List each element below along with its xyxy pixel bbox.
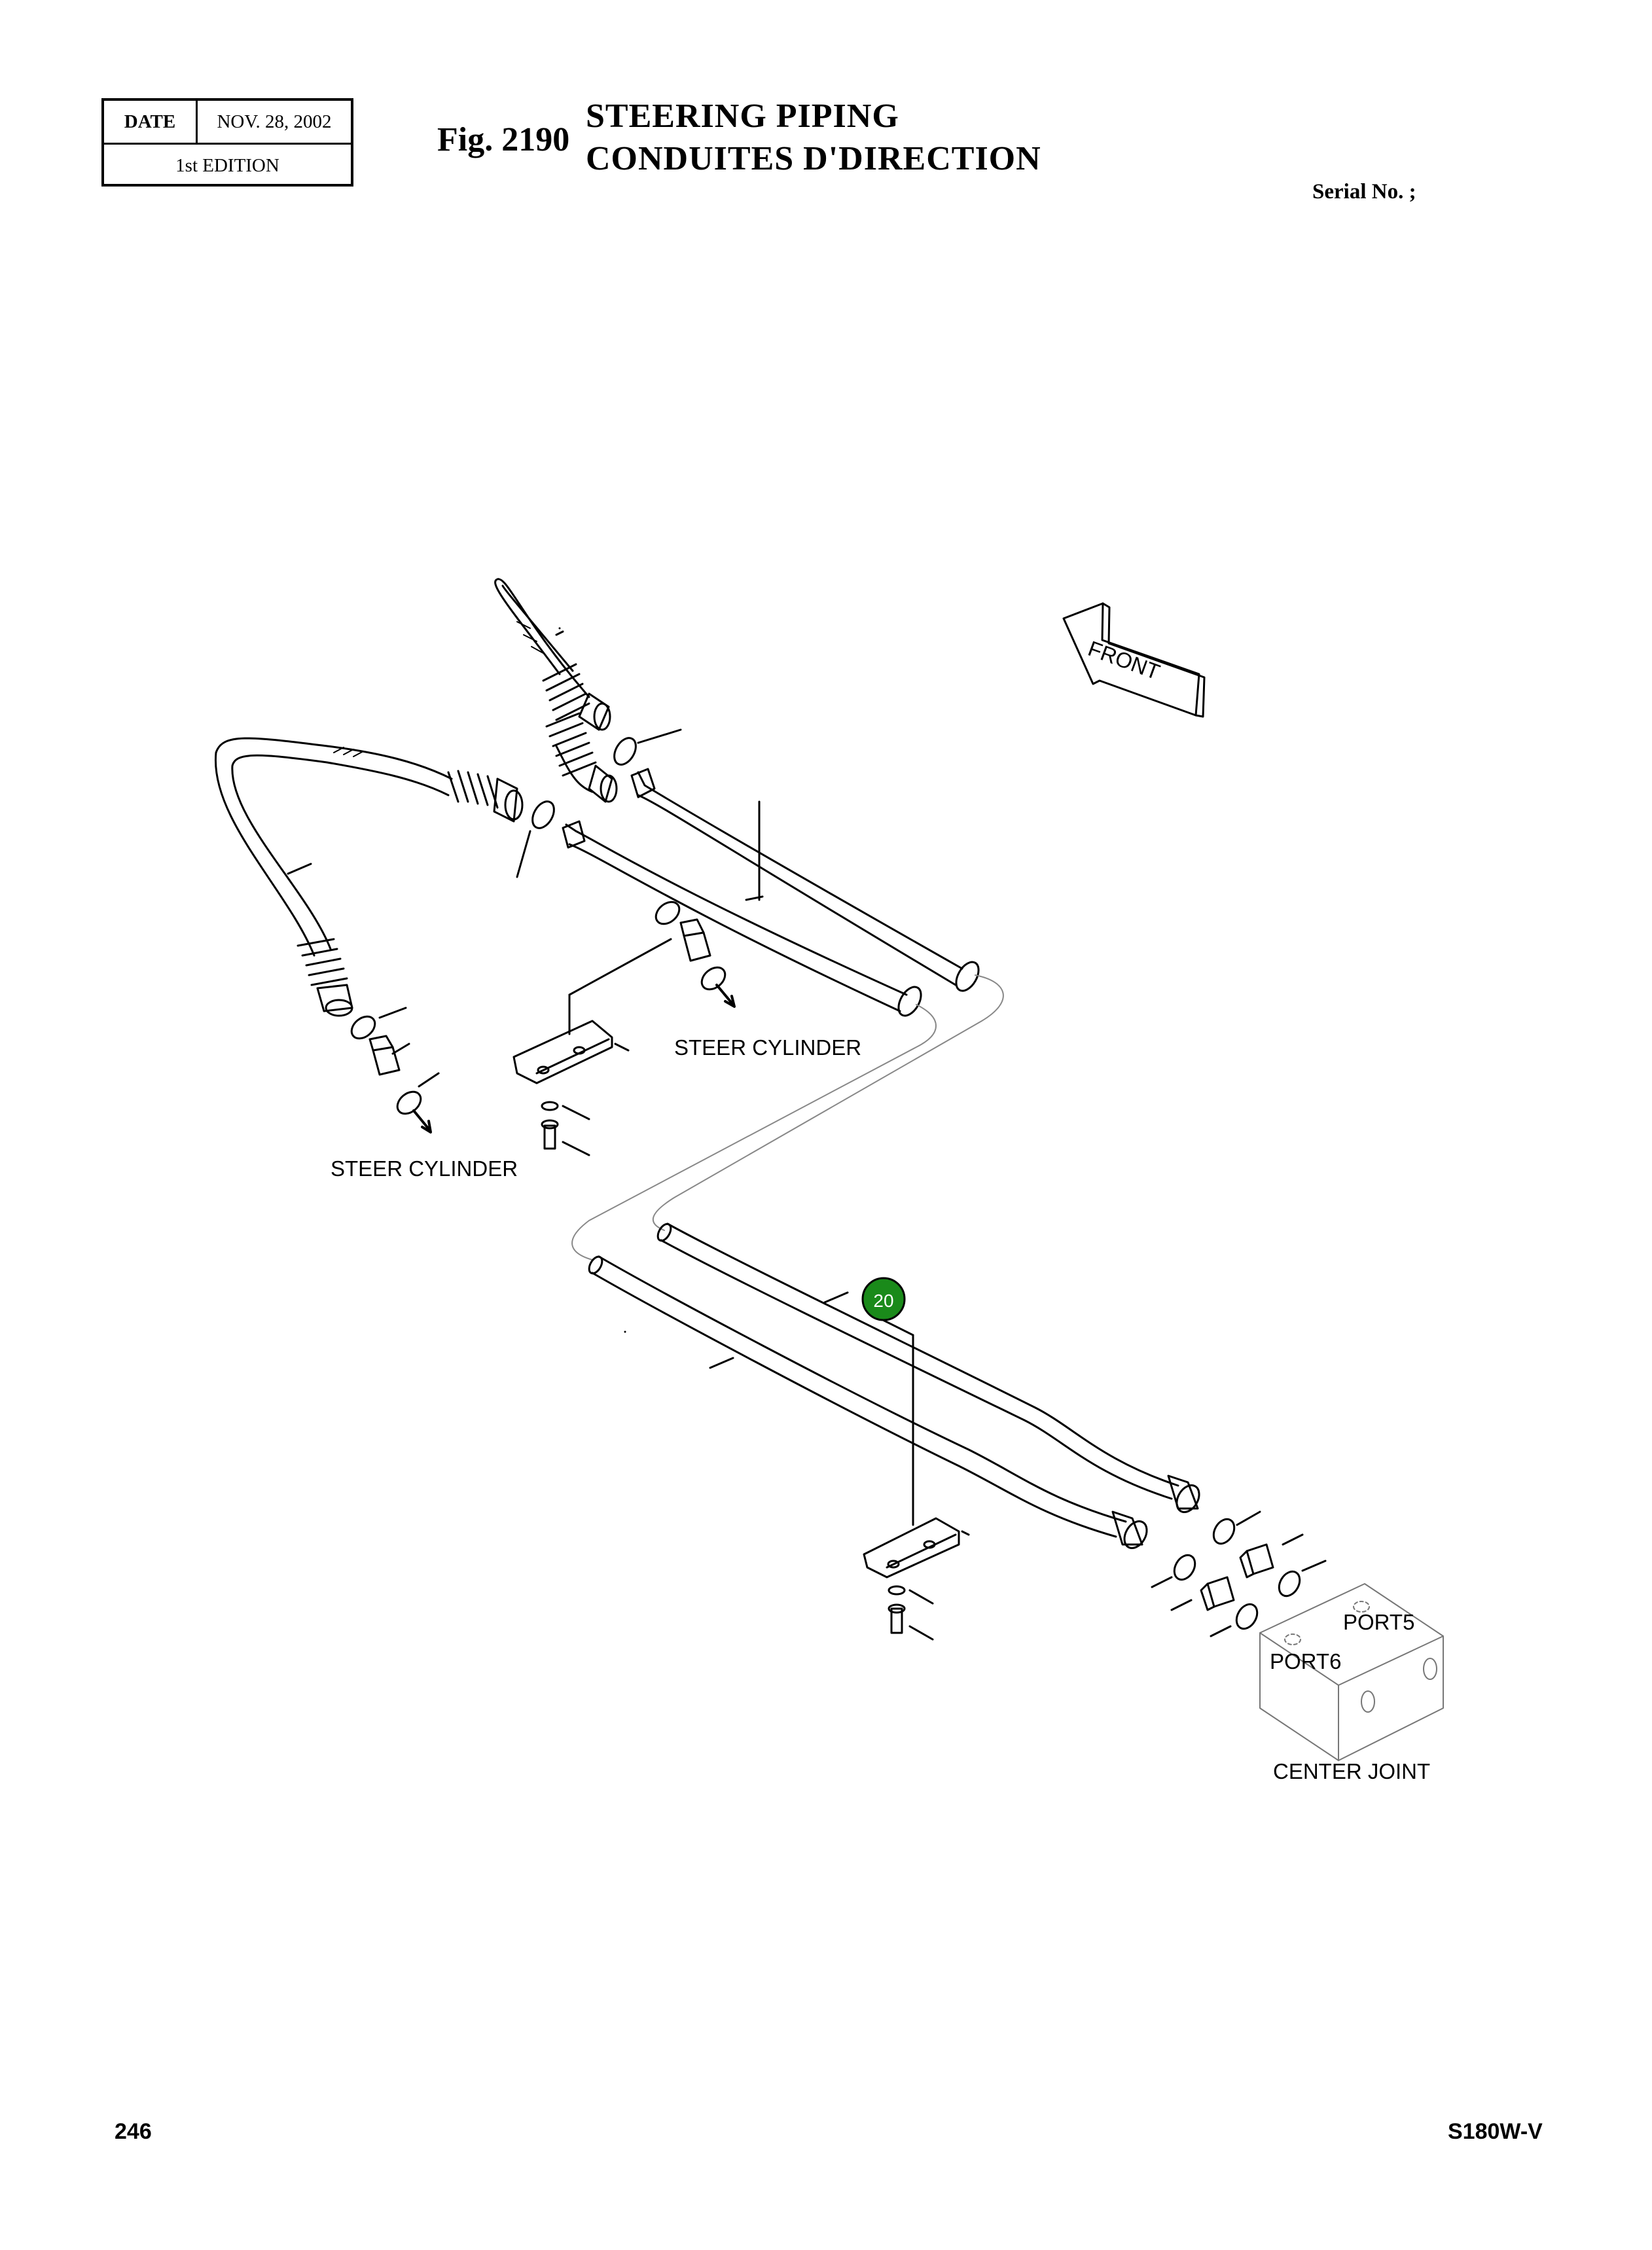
center-joint — [1259, 1583, 1444, 1761]
title-english: STEERING PIPING — [586, 98, 899, 135]
hose-upper-a-fitting — [542, 663, 611, 731]
bracket-lower — [863, 1314, 970, 1579]
label-steer-cylinder-upper: STEER CYLINDER — [674, 1035, 861, 1060]
date-value: NOV. 28, 2002 — [217, 111, 332, 132]
tube-continuation-lines — [571, 974, 1004, 1260]
callout-20-label: 20 — [873, 1291, 893, 1311]
edition: 1st EDITION — [175, 154, 279, 176]
adapter-lower-right — [1239, 1533, 1304, 1579]
label-port5: PORT5 — [1343, 1610, 1414, 1634]
hose-left-loop-fitting-bottom — [296, 938, 353, 1017]
bolt-lower — [888, 1585, 934, 1641]
title-french: CONDUITES D'DIRECTION — [586, 140, 1041, 177]
o-rings-upper — [350, 728, 727, 1115]
tube-upper-2 — [562, 820, 922, 1017]
o-rings-lower — [1151, 1510, 1327, 1637]
front-arrow — [1062, 602, 1206, 718]
front-label: FRONT — [1085, 636, 1163, 685]
hose-upper-a — [494, 578, 611, 731]
bracket-upper — [512, 938, 672, 1084]
tube-lower-1 — [656, 1223, 1200, 1513]
arrow-steer-cylinder-upper — [715, 984, 736, 1008]
hose-upper-b — [545, 712, 618, 803]
page-number: 246 — [115, 2119, 152, 2144]
tube-lower-2 — [588, 1255, 1148, 1549]
tube-upper-1 — [630, 768, 980, 992]
serial-number: Serial No. ; — [1312, 180, 1416, 204]
label-steer-cylinder-lower: STEER CYLINDER — [331, 1156, 518, 1181]
figure-number: Fig. 2190 — [437, 121, 570, 158]
straight-adapter-upper-right — [679, 918, 711, 962]
date-row: DATE NOV. 28, 2002 — [104, 101, 351, 145]
date-label: DATE — [104, 101, 198, 143]
hose-left-loop-fitting-top — [447, 770, 524, 823]
arrow-steer-cylinder-lower — [412, 1109, 432, 1134]
bolt-upper — [541, 1101, 590, 1156]
adapter-lower-left — [1170, 1576, 1235, 1611]
date-box: DATE NOV. 28, 2002 1st EDITION — [101, 98, 353, 187]
model-code: S180W-V — [1448, 2119, 1543, 2144]
callout-20-circle[interactable] — [861, 1277, 906, 1321]
callout-20[interactable]: 20 — [861, 1277, 906, 1321]
straight-adapter-upper-left — [368, 1035, 401, 1076]
label-port6: PORT6 — [1270, 1649, 1341, 1673]
hose-left-loop — [214, 737, 524, 1017]
label-center-joint: CENTER JOINT — [1273, 1759, 1430, 1783]
